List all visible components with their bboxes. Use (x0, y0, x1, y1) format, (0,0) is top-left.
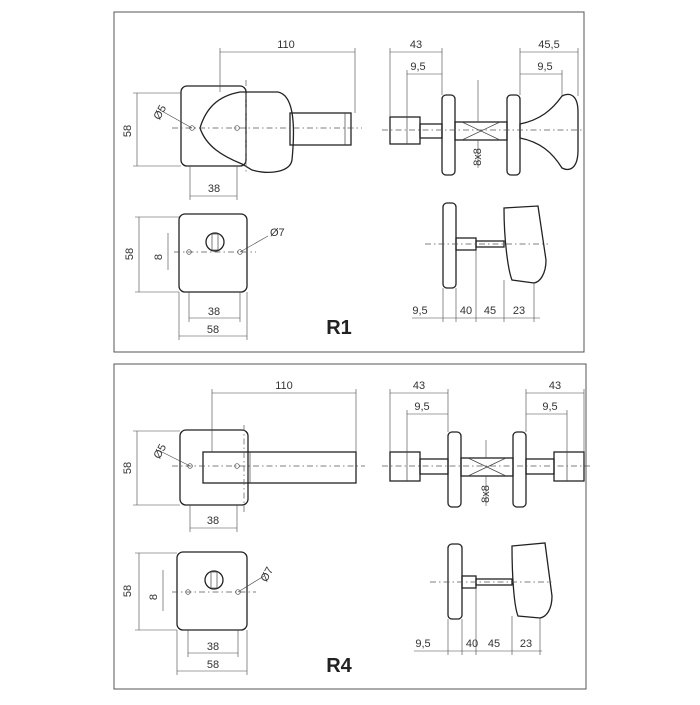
panel-r1: 110 58 38 Ø5 (113, 11, 585, 353)
dim-spindle: 8x8 (480, 485, 492, 503)
knob-rose-side (447, 543, 463, 620)
dim-side-right-offset: 9,5 (537, 61, 552, 73)
dim-esc-height: 58 (122, 585, 134, 597)
knob-body (511, 542, 553, 619)
escutcheon-plate (176, 551, 248, 631)
dim-knob-offset: 9,5 (415, 638, 430, 650)
knob-side-view: 9,5 40 45 23 (412, 202, 548, 322)
panel-label: R4 (326, 655, 352, 677)
dim-esc-slot: 8 (148, 594, 160, 600)
dim-knob-a: 40 (460, 305, 472, 317)
dim-knob-b: 45 (488, 638, 500, 650)
dim-rose-height: 58 (122, 125, 134, 137)
left-rose-side (447, 431, 462, 508)
dim-side-left-offset: 9,5 (410, 61, 425, 73)
dim-esc-inner-width: 38 (208, 306, 220, 318)
left-grip (389, 116, 421, 145)
dim-side-total: 43 (410, 39, 422, 51)
dim-side-right-total: 45,5 (538, 39, 559, 51)
screw-hole (189, 125, 195, 131)
escutcheon-hole (237, 249, 243, 255)
screw-hole (187, 463, 193, 469)
dim-esc-height: 58 (124, 248, 136, 260)
knob-rose-side (442, 202, 457, 289)
knob-body (503, 205, 547, 284)
dim-rose-height: 58 (122, 462, 134, 474)
dim-rose-inner-width: 38 (207, 515, 219, 527)
lock-cylinder (205, 232, 225, 252)
lever-side-view: 43 9,5 8x8 43 9,5 (382, 380, 590, 508)
dim-esc-inner-width: 38 (207, 641, 219, 653)
left-grip (389, 451, 421, 482)
left-rose-side (441, 94, 456, 176)
dim-esc-outer-width: 58 (207, 659, 219, 671)
dim-knob-offset: 9,5 (412, 305, 427, 317)
dim-hole-diameter: Ø5 (152, 442, 169, 461)
dim-knob-b: 45 (484, 305, 496, 317)
lever-front-view: 110 58 38 Ø5 (122, 380, 365, 532)
dim-spindle: 8x8 (472, 148, 484, 166)
escutcheon-hole (235, 589, 241, 595)
dim-lever-length: 110 (275, 380, 293, 392)
escutcheon-front-view: 58 8 Ø7 38 58 (124, 213, 285, 340)
lever-side-view: 43 9,5 8x8 45,5 9,5 (382, 39, 582, 176)
right-rose-side (506, 94, 521, 176)
lever-front-view: 110 58 38 Ø5 (122, 39, 362, 200)
rose-plate (179, 429, 249, 506)
dim-esc-slot: 8 (153, 254, 165, 260)
dim-hole-diameter: Ø5 (152, 103, 169, 122)
dim-knob-a: 40 (466, 638, 478, 650)
dim-side-right-offset: 9,5 (542, 401, 557, 413)
panel-label: R1 (326, 317, 352, 339)
lever-bar (202, 451, 357, 484)
lock-cylinder (204, 570, 224, 590)
lever-body (199, 91, 295, 173)
right-rose-side (512, 431, 527, 508)
dim-esc-outer-width: 58 (207, 324, 219, 336)
panel-r4: 110 58 38 Ø5 (113, 363, 590, 690)
lever-shaft (289, 112, 352, 146)
panel-frame (113, 363, 587, 690)
dim-rose-inner-width: 38 (208, 183, 220, 195)
right-grip (553, 451, 585, 482)
dim-esc-hole: Ø7 (270, 227, 285, 239)
escutcheon-front-view: 58 8 Ø7 38 58 (122, 551, 276, 675)
knob-side (519, 93, 579, 171)
dim-lever-length: 110 (277, 39, 295, 51)
knob-side-view: 9,5 40 45 23 (414, 542, 553, 655)
dim-side-total: 43 (413, 380, 425, 392)
escutcheon-plate (178, 213, 248, 293)
dim-knob-c: 23 (520, 638, 532, 650)
dim-side-left-offset: 9,5 (414, 401, 429, 413)
dim-esc-hole: Ø7 (259, 565, 276, 584)
dim-knob-c: 23 (513, 305, 525, 317)
dim-side-right-total: 43 (549, 380, 561, 392)
panel-frame (113, 11, 585, 353)
